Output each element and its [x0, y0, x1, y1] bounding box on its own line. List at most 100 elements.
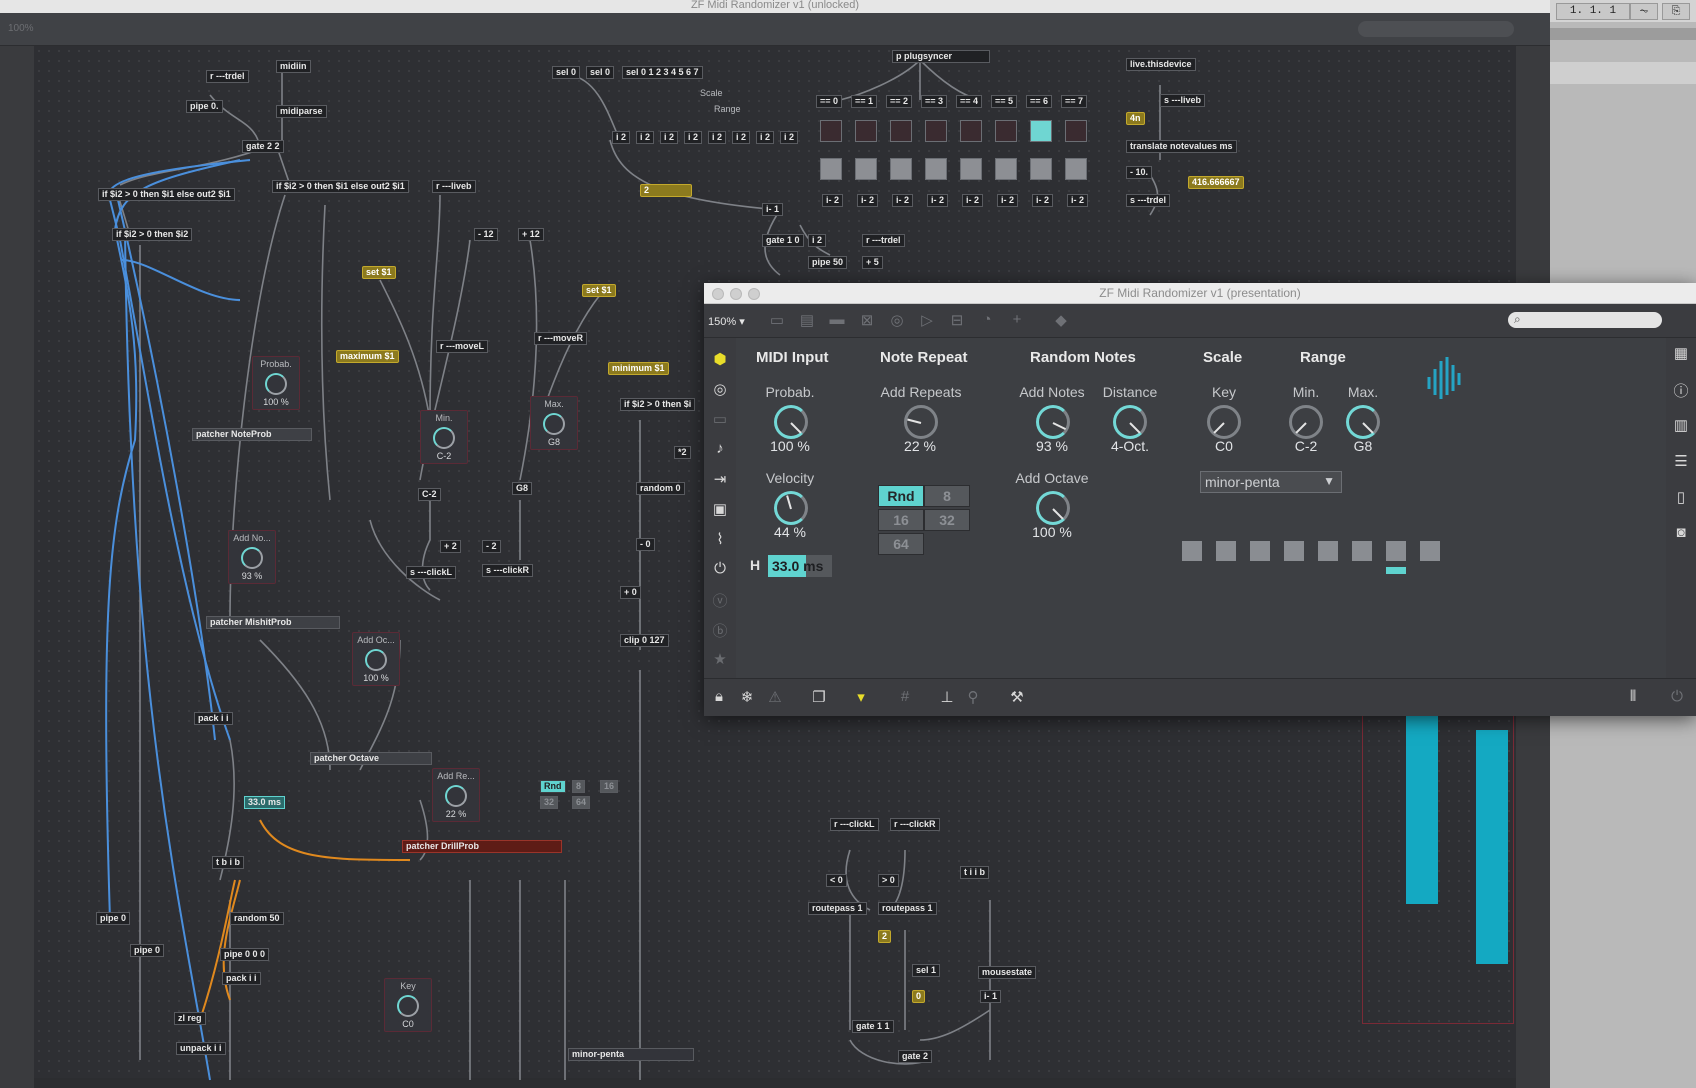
star-icon[interactable]: ★: [713, 651, 727, 668]
message-2[interactable]: 2: [640, 184, 692, 197]
object-i2b-5[interactable]: i- 2: [997, 194, 1019, 207]
play-icon[interactable]: ▷: [921, 312, 933, 329]
warning-icon[interactable]: ⚠: [768, 689, 782, 706]
step-button[interactable]: [1216, 541, 1236, 561]
object-eq-4[interactable]: == 4: [956, 95, 983, 108]
object-midiin[interactable]: midiin: [276, 60, 311, 73]
loop-icon[interactable]: ⎘: [1662, 3, 1690, 20]
object-r-trdel[interactable]: r ---trdel: [206, 70, 249, 83]
object-eq-6[interactable]: == 6: [1026, 95, 1053, 108]
dial-key-bg[interactable]: Key C0: [384, 978, 432, 1032]
object-mousestate[interactable]: mousestate: [978, 966, 1037, 979]
message-maximum[interactable]: maximum $1: [336, 350, 399, 363]
step-icon[interactable]: ⇥: [713, 471, 727, 488]
crop-icon[interactable]: ◎: [890, 312, 904, 329]
target-icon[interactable]: ◎: [713, 381, 727, 398]
pad-top-2[interactable]: [890, 120, 912, 142]
pad-bottom-1[interactable]: [855, 158, 877, 180]
object-r-trdel-2[interactable]: r ---trdel: [862, 234, 905, 247]
object-times-2[interactable]: *2: [674, 446, 691, 459]
dial-add-repeats-bg[interactable]: Add Re... 22 %: [432, 768, 480, 822]
bars-icon[interactable]: ⦀: [1629, 688, 1637, 705]
message-2b[interactable]: 2: [878, 930, 892, 943]
object-r-mover[interactable]: r ---moveR: [534, 332, 588, 345]
object-r-movel[interactable]: r ---moveL: [436, 340, 489, 353]
object-gate-2[interactable]: gate 2: [898, 1050, 933, 1063]
step-button[interactable]: [1420, 541, 1440, 561]
dial-max-bg[interactable]: Max. G8: [530, 396, 578, 450]
tab-repeat-64[interactable]: 64: [878, 533, 924, 555]
object-i2b-4[interactable]: i- 2: [962, 194, 984, 207]
pad-top-7[interactable]: [1065, 120, 1087, 142]
step-button[interactable]: [1284, 541, 1304, 561]
pad-bottom-4[interactable]: [960, 158, 982, 180]
zoom-icon[interactable]: [748, 288, 760, 300]
object-s-clickr[interactable]: s ---clickR: [482, 564, 534, 577]
book-open-icon[interactable]: ▯: [1676, 489, 1686, 506]
subpatch-octave[interactable]: patcher Octave: [310, 752, 432, 765]
dial-add-notes-bg[interactable]: Add No... 93 %: [228, 530, 276, 584]
object-r-liveb[interactable]: r ---liveb: [432, 180, 476, 193]
pad-bottom-7[interactable]: [1065, 158, 1087, 180]
object-i-2[interactable]: i 2: [808, 234, 827, 247]
subpatch-noteprob[interactable]: patcher NoteProb: [192, 428, 312, 441]
object-i2b-2[interactable]: i- 2: [892, 194, 914, 207]
list-icon[interactable]: ☰: [1674, 453, 1688, 470]
number-416[interactable]: 416.666667: [1188, 176, 1244, 189]
object-gate-1-1[interactable]: gate 1 1: [852, 1020, 894, 1033]
object-plus-12[interactable]: + 12: [518, 228, 544, 241]
object-minus-12[interactable]: - 12: [474, 228, 498, 241]
object-greater-0[interactable]: > 0: [878, 874, 899, 887]
object-live-thisdevice[interactable]: live.thisdevice: [1126, 58, 1196, 71]
note-icon[interactable]: ♪: [716, 440, 724, 457]
present-icon[interactable]: ▭: [769, 312, 785, 329]
minimize-icon[interactable]: [730, 288, 742, 300]
x-box-icon[interactable]: ⊠: [860, 312, 874, 329]
pad-top-6[interactable]: [1030, 120, 1052, 142]
comment-icon[interactable]: ▬: [829, 311, 845, 328]
grid-dots-icon[interactable]: ▦: [1673, 345, 1689, 362]
tab-repeat-16[interactable]: 16: [878, 509, 924, 531]
object-i2b-1[interactable]: i- 2: [857, 194, 879, 207]
scale-menu[interactable]: minor-penta ▼: [1200, 471, 1342, 493]
object-eq-1[interactable]: == 1: [851, 95, 878, 108]
number-min[interactable]: C-2: [418, 488, 441, 501]
object-i2-4[interactable]: i 2: [708, 131, 727, 144]
dial-add-repeats[interactable]: [904, 405, 938, 439]
dial-add-octave[interactable]: [1036, 491, 1070, 525]
pad-top-1[interactable]: [855, 120, 877, 142]
clip-icon[interactable]: ⌇: [716, 531, 724, 548]
object-pack-bottom[interactable]: pack i i: [222, 972, 261, 985]
object-i2b-3[interactable]: i- 2: [927, 194, 949, 207]
object-sel-0-b[interactable]: sel 0: [586, 66, 615, 79]
step-button[interactable]: [1318, 541, 1338, 561]
message-4n[interactable]: 4n: [1126, 112, 1145, 125]
pad-bottom-2[interactable]: [890, 158, 912, 180]
object-pipe-b[interactable]: pipe 0: [130, 944, 165, 957]
transport-position[interactable]: 1. 1. 1: [1556, 3, 1630, 20]
object-eq-7[interactable]: == 7: [1061, 95, 1088, 108]
object-minus-2[interactable]: - 2: [482, 540, 501, 553]
object-i2-6[interactable]: i 2: [756, 131, 775, 144]
object-i2b-6[interactable]: i- 2: [1032, 194, 1054, 207]
tab-repeat-8[interactable]: 8: [924, 485, 970, 507]
object-i2b-0[interactable]: i- 2: [822, 194, 844, 207]
dial-key[interactable]: [1207, 405, 1241, 439]
cube-icon[interactable]: ⬢: [713, 351, 727, 368]
object-minus-0[interactable]: - 0: [636, 538, 655, 551]
object-s-liveb[interactable]: s ---liveb: [1160, 94, 1206, 107]
object-pipe-a[interactable]: pipe 0: [96, 912, 131, 925]
object-pack-top[interactable]: pack i i: [194, 712, 233, 725]
object-less-0[interactable]: < 0: [826, 874, 847, 887]
tab-repeat-rnd[interactable]: Rnd: [878, 485, 924, 507]
object-i2-0[interactable]: i 2: [612, 131, 631, 144]
step-button[interactable]: [1250, 541, 1270, 561]
power-icon[interactable]: ⏻: [1671, 688, 1683, 705]
object-r-clickl[interactable]: r ---clickL: [830, 818, 879, 831]
b-circle-icon[interactable]: ⓑ: [712, 623, 728, 640]
pad-top-0[interactable]: [820, 120, 842, 142]
object-routepass-2[interactable]: routepass 1: [878, 902, 937, 915]
message-0[interactable]: 0: [912, 990, 926, 1003]
bucket-icon[interactable]: ◆: [1055, 312, 1067, 329]
patcher-search-input[interactable]: [1358, 21, 1514, 37]
